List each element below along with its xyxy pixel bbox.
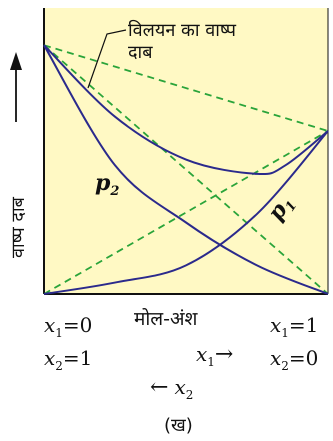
x2-direction-label: ←x2 (150, 375, 193, 402)
solution-vapour-pressure-curve (43, 44, 329, 176)
left-x1-label: x1=0 (44, 313, 92, 340)
solution-pressure-label-line2: दाब (128, 42, 153, 63)
panel-label: (ख) (164, 415, 193, 436)
ideal-line-3 (43, 130, 329, 295)
p2-curve (43, 44, 329, 295)
ideal-raoult-lines (43, 44, 329, 295)
p1-curve (43, 130, 329, 295)
right-x1-label: x1=1 (270, 313, 318, 340)
x1-direction-label: x1→ (196, 342, 233, 369)
y-axis-arrow (10, 52, 22, 122)
p2-label: p2 (95, 170, 119, 199)
vapour-pressure-curves (43, 44, 329, 295)
ideal-line-2 (43, 44, 329, 295)
right-x2-label: x2=0 (270, 346, 318, 373)
solution-pressure-label-line1: विलयन का वाष्प (128, 19, 237, 41)
left-x2-label: x2=1 (44, 346, 92, 373)
y-axis-label: वाष्प दाब (8, 196, 29, 258)
solution-callout-line (87, 29, 127, 89)
ideal-line-1 (43, 44, 329, 132)
x-axis-label: मोल-अंश (134, 307, 199, 330)
plot-area (44, 8, 328, 294)
